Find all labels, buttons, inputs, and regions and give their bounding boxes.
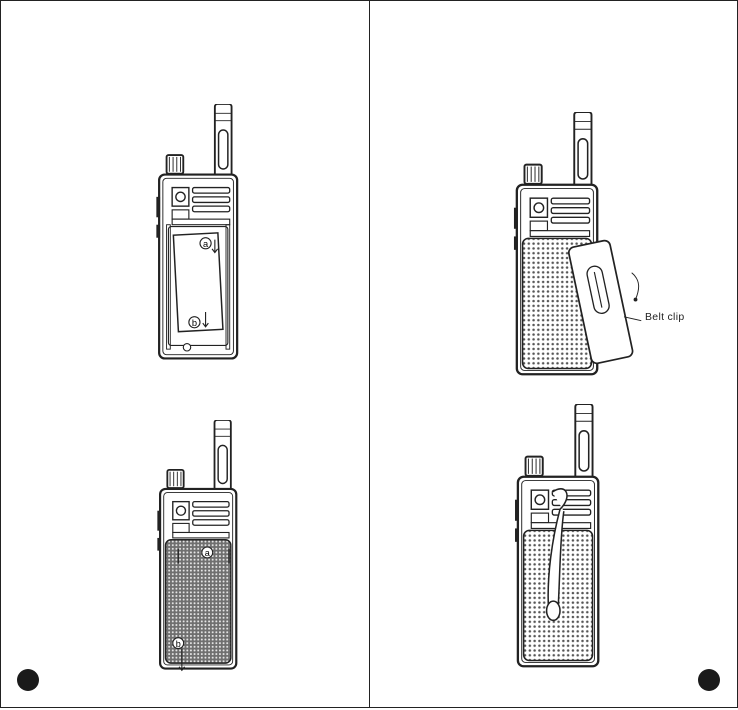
page-marker-left	[17, 669, 39, 691]
battery-installation-figure: a b	[150, 104, 250, 364]
strap-figure	[510, 404, 610, 672]
callout-a-label: a	[203, 239, 209, 249]
battery-cover-figure: a b	[150, 420, 250, 674]
callout-b-label: b	[192, 318, 197, 328]
belt-clip-label: Belt clip	[645, 311, 684, 323]
belt-clip-figure	[510, 112, 650, 380]
page-marker-right	[698, 669, 720, 691]
callout-b-label-2: b	[176, 639, 181, 649]
